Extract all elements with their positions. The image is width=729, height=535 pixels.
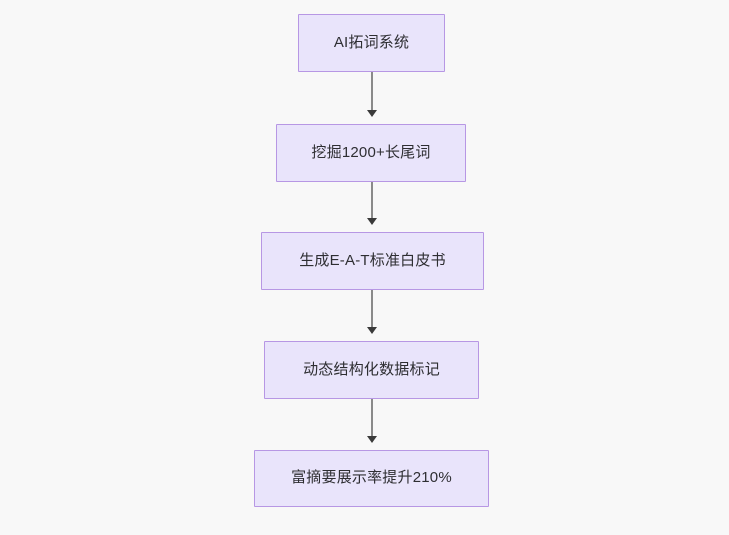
flowchart-node-2[interactable]: 挖掘1200+长尾词 bbox=[276, 124, 466, 182]
flowchart-node-5[interactable]: 富摘要展示率提升210% bbox=[254, 450, 489, 507]
node-label: 动态结构化数据标记 bbox=[303, 360, 440, 378]
node-label: 生成E-A-T标准白皮书 bbox=[299, 251, 446, 269]
edge-line bbox=[371, 72, 373, 111]
flowchart-node-1[interactable]: AI拓词系统 bbox=[298, 14, 445, 72]
node-label: 富摘要展示率提升210% bbox=[291, 469, 452, 487]
edge-connector bbox=[367, 182, 377, 225]
edge-connector bbox=[367, 399, 377, 443]
arrowhead-icon bbox=[367, 110, 377, 117]
arrowhead-icon bbox=[367, 218, 377, 225]
edge-line bbox=[371, 182, 373, 219]
arrowhead-icon bbox=[367, 436, 377, 443]
flowchart-node-4[interactable]: 动态结构化数据标记 bbox=[264, 341, 479, 399]
edge-line bbox=[371, 290, 373, 328]
node-label: 挖掘1200+长尾词 bbox=[311, 143, 431, 161]
flowchart-node-3[interactable]: 生成E-A-T标准白皮书 bbox=[261, 232, 484, 290]
edge-line bbox=[371, 399, 373, 437]
edge-connector bbox=[367, 72, 377, 117]
node-label: AI拓词系统 bbox=[333, 33, 410, 51]
arrowhead-icon bbox=[367, 327, 377, 334]
edge-connector bbox=[367, 290, 377, 334]
